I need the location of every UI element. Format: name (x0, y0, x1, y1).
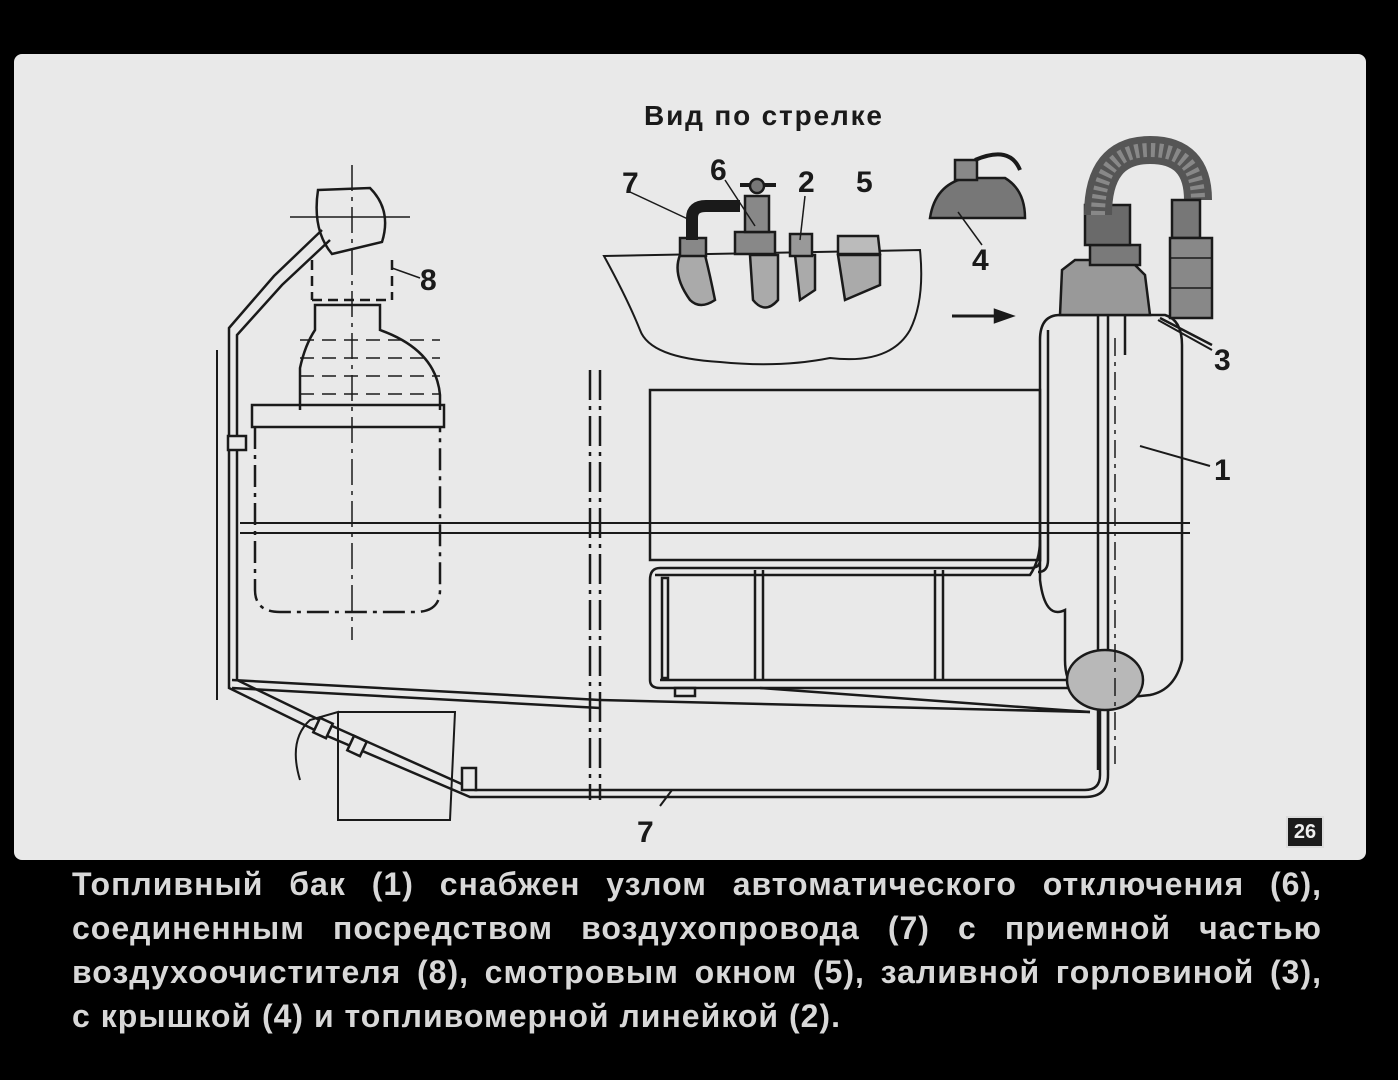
label-5: 5 (856, 166, 873, 199)
label-4: 4 (972, 244, 989, 277)
caption-line-4: с крышкой (4) и топливомерной линейкой (… (72, 998, 841, 1034)
label-7-duct: 7 (637, 816, 654, 849)
view-title: Вид по стрелке (644, 100, 882, 131)
air-duct-7 (216, 229, 1110, 821)
fuel-tank (1037, 290, 1184, 770)
slide-number: 26 (1286, 816, 1324, 848)
caption-line-3: воздухоочистителя (8), смотровым окном (… (72, 954, 1322, 990)
label-3: 3 (1214, 344, 1231, 377)
label-8: 8 (420, 264, 437, 297)
air-cleaner (250, 165, 446, 640)
caption-line-2: соединенным посредством воздухопровода (… (72, 910, 1322, 946)
label-7-detail: 7 (622, 167, 639, 200)
fuel-system-diagram: Вид по стрелке 7 6 2 5 4 8 3 1 7 (216, 100, 1231, 849)
caption-line-1: Топливный бак (1) снабжен узлом автомати… (72, 866, 1322, 902)
label-2: 2 (798, 166, 815, 199)
detail-view (602, 177, 923, 366)
slide-frame: Вид по стрелке 7 6 2 5 4 8 3 1 7 (14, 54, 1366, 860)
caption: Топливный бак (1) снабжен узлом автомати… (72, 862, 1322, 1038)
filler-neck (1058, 135, 1214, 347)
tank-cap (928, 152, 1027, 246)
label-1: 1 (1214, 454, 1231, 487)
label-6: 6 (710, 154, 727, 187)
